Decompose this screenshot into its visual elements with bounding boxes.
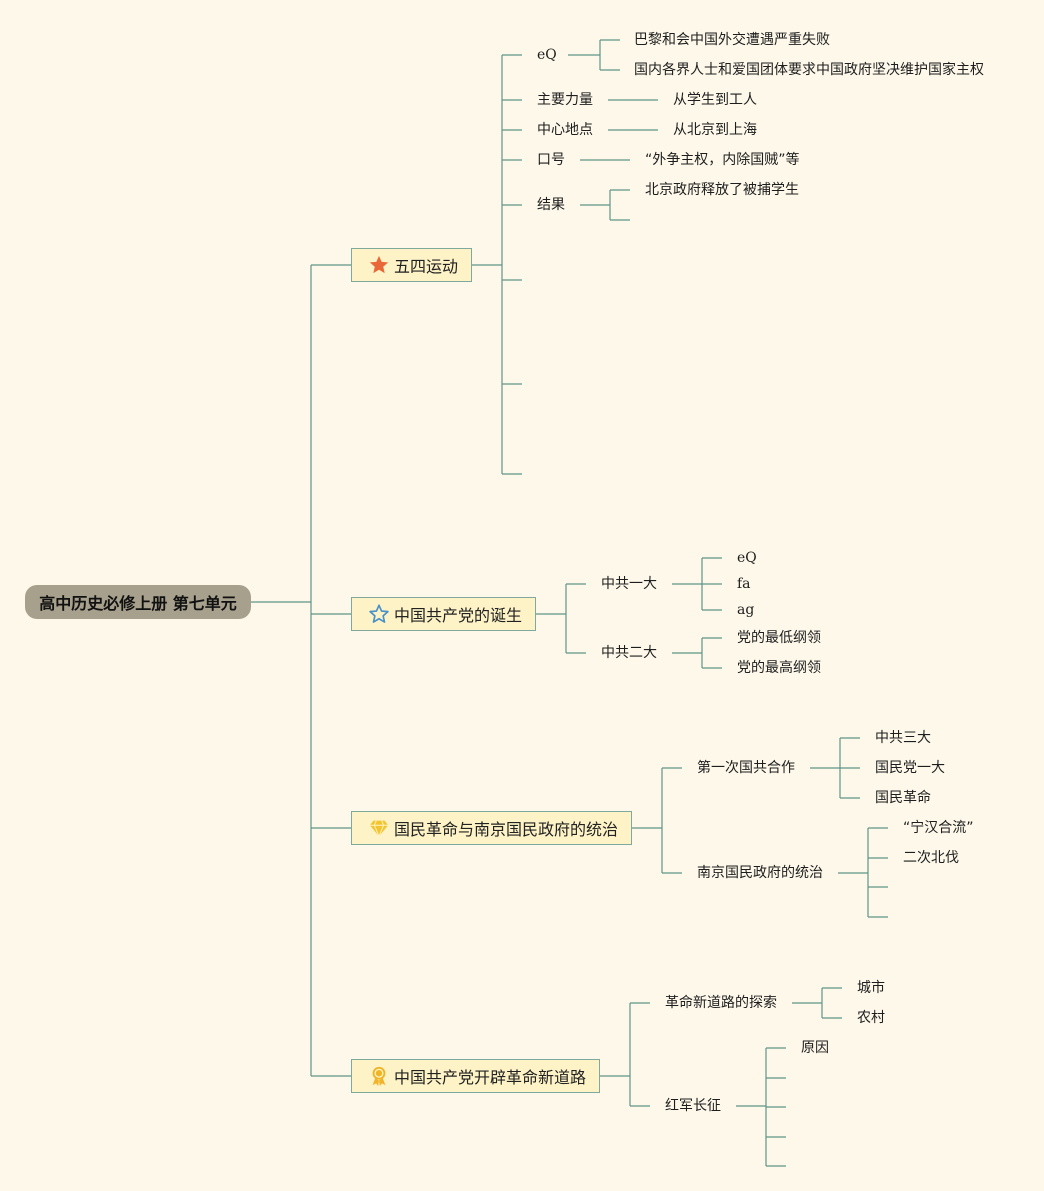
leaf-beijing-to-shanghai[interactable]: 从北京到上海 — [673, 122, 757, 138]
leaf-kmt-first-congress[interactable]: 国民党一大 — [875, 760, 945, 776]
topic-nanjing-government[interactable]: 南京国民政府的统治 — [697, 865, 823, 881]
topic-main-force[interactable]: 主要力量 — [537, 92, 593, 108]
topic-result[interactable]: 结果 — [537, 197, 565, 213]
leaf-city[interactable]: 城市 — [857, 980, 885, 996]
leaf-students-to-workers[interactable]: 从学生到工人 — [673, 92, 757, 108]
leaf-demand-sovereignty[interactable]: 国内各界人士和爱国团体要求中国政府坚决维护国家主权 — [634, 62, 984, 78]
branch-may-fourth[interactable]: 五四运动 — [351, 248, 472, 282]
root-node[interactable]: 高中历史必修上册 第七单元 — [25, 585, 251, 619]
leaf-maximum-program[interactable]: 党的最高纲领 — [737, 660, 821, 676]
leaf-third-congress[interactable]: 中共三大 — [875, 730, 931, 746]
topic-second-congress[interactable]: 中共二大 — [601, 645, 657, 661]
topic-first-congress[interactable]: 中共一大 — [601, 576, 657, 592]
leaf-ag[interactable]: ag — [737, 602, 755, 618]
branch-label: 中国共产党开辟革命新道路 — [394, 1068, 587, 1087]
branch-national-revolution[interactable]: 国民革命与南京国民政府的统治 — [351, 811, 632, 845]
leaf-minimum-program[interactable]: 党的最低纲领 — [737, 630, 821, 646]
branch-cpc-founding[interactable]: 中国共产党的诞生 — [351, 597, 536, 631]
topic-center-place[interactable]: 中心地点 — [537, 122, 593, 138]
topic-eq[interactable]: eQ — [537, 47, 557, 63]
leaf-slogan-text[interactable]: “外争主权，内除国贼”等 — [645, 152, 800, 168]
medal-icon — [368, 1065, 390, 1087]
leaf-students-released[interactable]: 北京政府释放了被捕学生 — [645, 182, 799, 198]
star-outline-icon — [368, 603, 390, 625]
leaf-second-northern-expedition[interactable]: 二次北伐 — [903, 850, 959, 866]
star-filled-icon — [368, 254, 390, 276]
topic-long-march[interactable]: 红军长征 — [665, 1098, 721, 1114]
leaf-cause[interactable]: 原因 — [801, 1040, 829, 1056]
leaf-ninghan-merge[interactable]: “宁汉合流” — [903, 820, 974, 836]
topic-slogan[interactable]: 口号 — [537, 152, 565, 168]
leaf-fa[interactable]: fa — [737, 576, 751, 592]
leaf-national-revolution[interactable]: 国民革命 — [875, 790, 931, 806]
diamond-icon — [368, 817, 390, 839]
branch-new-revolution-path[interactable]: 中国共产党开辟革命新道路 — [351, 1059, 600, 1093]
leaf-eq[interactable]: eQ — [737, 550, 757, 566]
leaf-countryside[interactable]: 农村 — [857, 1010, 885, 1026]
topic-path-exploration[interactable]: 革命新道路的探索 — [665, 995, 777, 1011]
branch-label: 中国共产党的诞生 — [394, 606, 523, 625]
topic-first-cooperation[interactable]: 第一次国共合作 — [697, 760, 795, 776]
branch-label: 国民革命与南京国民政府的统治 — [394, 820, 619, 839]
leaf-paris-conference[interactable]: 巴黎和会中国外交遭遇严重失败 — [634, 32, 830, 48]
branch-label: 五四运动 — [394, 257, 459, 276]
